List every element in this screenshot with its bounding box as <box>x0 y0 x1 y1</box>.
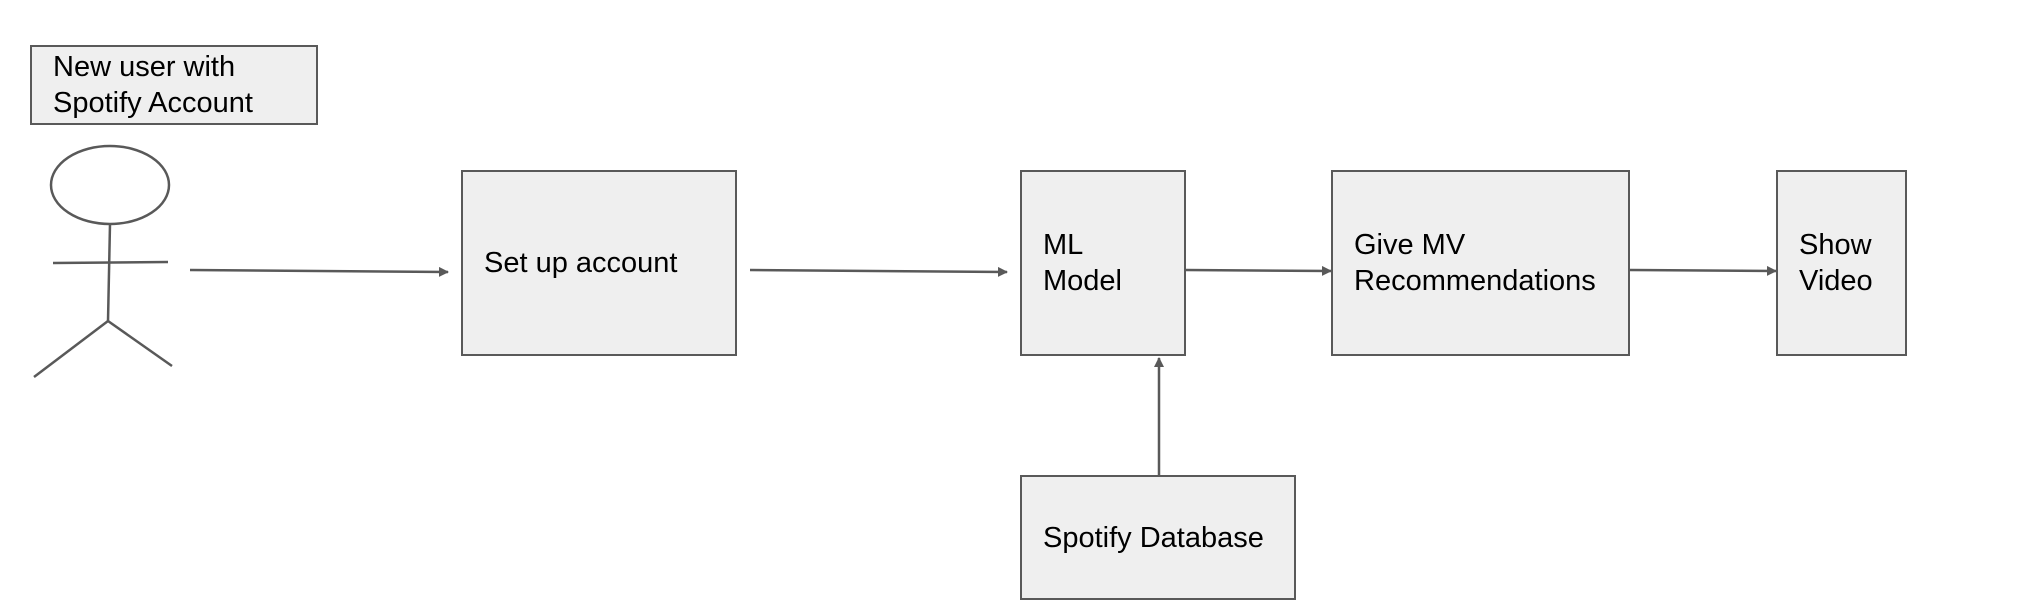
recommendations-label: Give MV Recommendations <box>1354 229 1596 297</box>
setup-account-box: Set up account <box>461 170 737 356</box>
stick-figure-body <box>106 223 112 322</box>
spotify-database-box: Spotify Database <box>1020 475 1296 600</box>
show-video-label: Show Video <box>1799 229 1873 297</box>
stick-figure-head <box>49 144 171 226</box>
show-video-box: Show Video <box>1776 170 1907 356</box>
stick-figure-right-leg <box>107 319 173 368</box>
arrow-user-to-setup <box>189 266 449 277</box>
actor-label-text: New user with Spotify Account <box>53 51 253 119</box>
stick-figure-arms <box>52 260 169 265</box>
ml-model-box: ML Model <box>1020 170 1186 356</box>
user-stick-figure-icon <box>33 144 173 378</box>
setup-account-label: Set up account <box>484 247 678 279</box>
arrow-ml-model-to-recommendations <box>1185 265 1332 276</box>
recommendations-box: Give MV Recommendations <box>1331 170 1630 356</box>
actor-label-box: New user with Spotify Account <box>30 45 318 125</box>
arrow-setup-to-ml-model <box>749 266 1008 277</box>
arrow-recommendations-to-show-video <box>1629 265 1777 276</box>
stick-figure-left-leg <box>33 320 109 378</box>
spotify-database-label: Spotify Database <box>1043 521 1264 554</box>
ml-model-label: ML Model <box>1043 229 1122 297</box>
